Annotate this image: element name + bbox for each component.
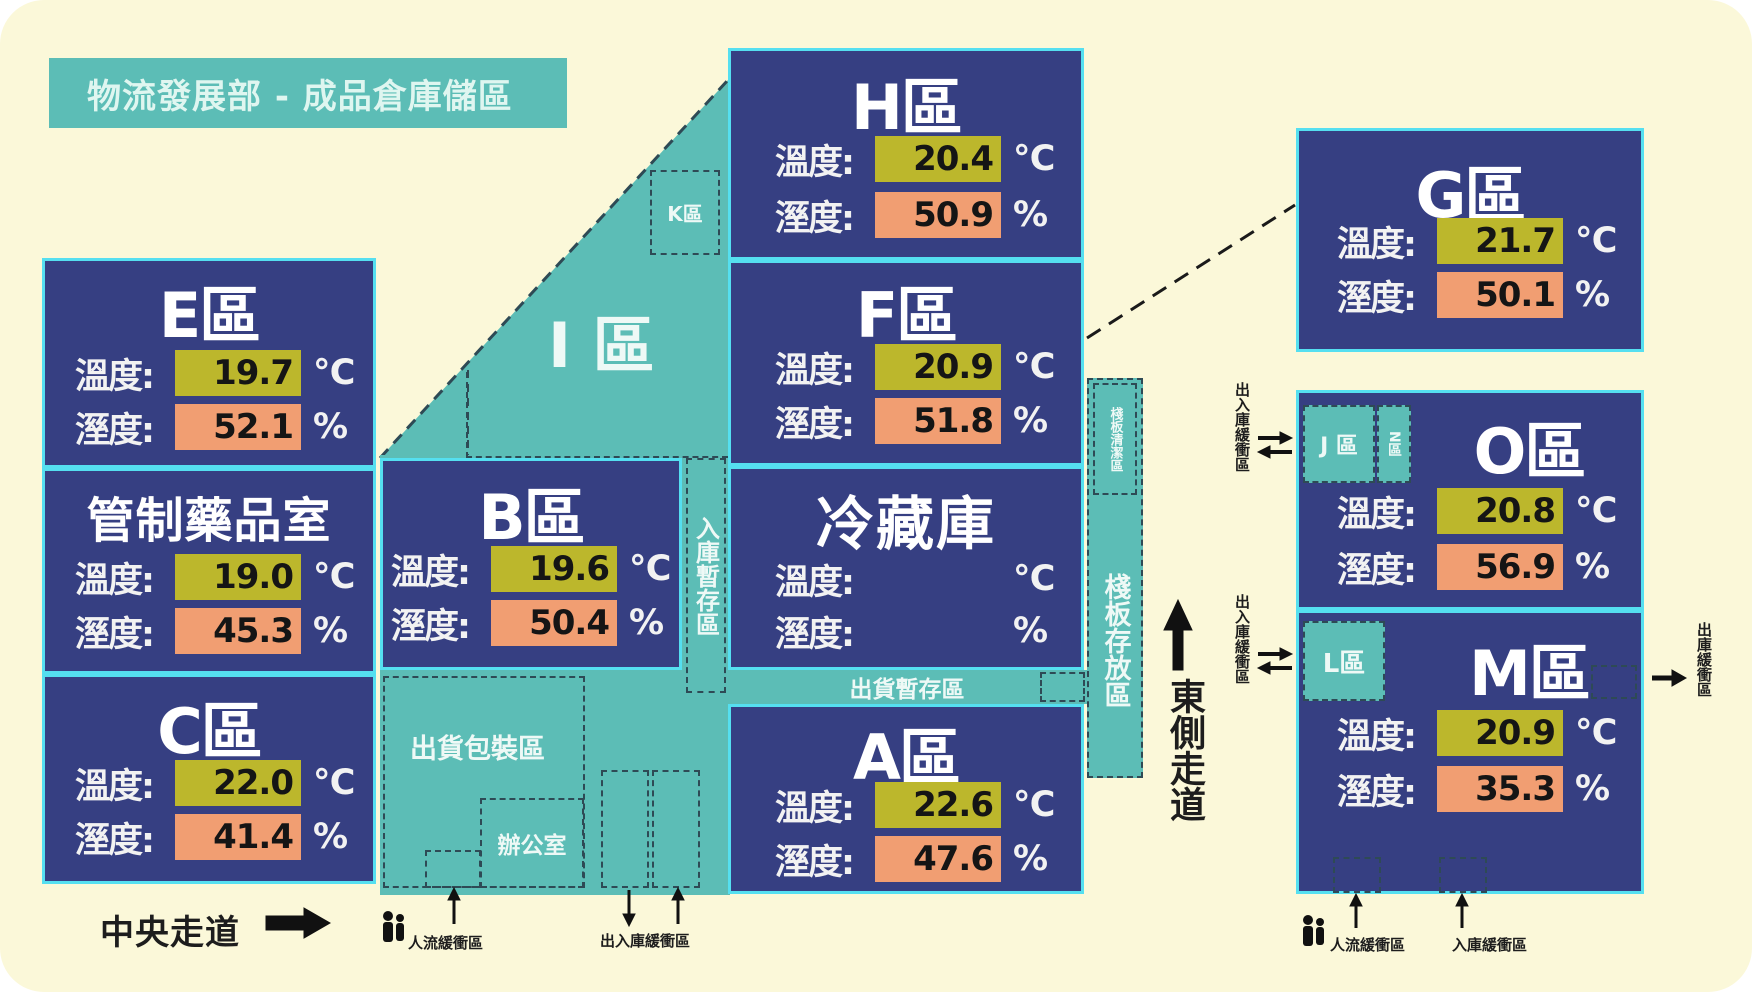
zone-g[interactable]: G區 溫度:21.7℃ 溼度:50.1% [1296, 128, 1644, 352]
people-buffer-label-right: 人流緩衝區 [1330, 936, 1406, 954]
zone-name: O區 [1473, 415, 1587, 488]
temperature-value: 20.4 [875, 136, 1001, 182]
humidity-value: 56.9 [1437, 544, 1563, 590]
humidity-value: 47.6 [875, 836, 1001, 882]
page-title: 物流發展部 - 成品倉庫儲區 [49, 58, 567, 128]
zone-name: M區 [1469, 637, 1591, 710]
packing-label: 出貨包裝區 [410, 734, 545, 765]
area-office: 辦公室 [480, 798, 584, 888]
area-i-label: I 區 [548, 309, 655, 382]
zone-b[interactable]: B區 溫度:19.6℃ 溼度:50.4% [380, 458, 682, 670]
temperature-value: 22.0 [175, 760, 301, 806]
humidity-value: 52.1 [175, 404, 301, 450]
people-icon [383, 911, 1324, 946]
zone-name: H區 [851, 71, 963, 144]
arrow-right-icon [265, 915, 307, 931]
g-zone-connector [1086, 203, 1296, 340]
zone-m[interactable]: L區 M區 溫度:20.9℃ 溼度:35.3% [1296, 610, 1644, 894]
zone-controlled-drugs[interactable]: 管制藥品室 溫度:19.0℃ 溼度:45.3% [42, 468, 376, 674]
humidity-value: 50.4 [491, 600, 617, 646]
zone-name: A區 [853, 721, 961, 794]
zone-c[interactable]: C區 溫度:22.0℃ 溼度:41.4% [42, 674, 376, 884]
temperature-value: 21.7 [1437, 218, 1563, 264]
central-walkway-label: 中央走道 [100, 913, 240, 953]
people-buffer-label: 人流緩衝區 [408, 934, 484, 952]
area-l: L區 [1303, 621, 1385, 701]
area-n: N區 [1377, 405, 1411, 483]
humidity-value: 45.3 [175, 608, 301, 654]
zone-name: B區 [478, 481, 585, 554]
temperature-value: 20.9 [875, 344, 1001, 390]
zone-cold-storage[interactable]: 冷藏庫 溫度:℃ 溼度:% [728, 466, 1084, 670]
temperature-value: 20.8 [1437, 488, 1563, 534]
zone-a[interactable]: A區 溫度:22.6℃ 溼度:47.6% [728, 704, 1084, 894]
zone-name: 管制藥品室 [86, 493, 332, 549]
inout-buffer-label-m: 出入庫緩衝區 [1233, 594, 1251, 684]
area-k: K區 [650, 170, 720, 255]
area-inbound-temp: 入庫暫存區 [686, 458, 726, 693]
east-walkway-label: 東側走道 [1164, 678, 1205, 822]
humidity-value: 41.4 [175, 814, 301, 860]
temperature-value: 20.9 [1437, 710, 1563, 756]
area-j: J 區 [1303, 405, 1375, 483]
humidity-value: 50.9 [875, 192, 1001, 238]
inout-buffer-label-center: 出入庫緩衝區 [600, 932, 691, 950]
humidity-value: 35.3 [1437, 766, 1563, 812]
zone-o[interactable]: J 區 N區 O區 溫度:20.8℃ 溼度:56.9% [1296, 390, 1644, 610]
temperature-value: 19.0 [175, 554, 301, 600]
temperature-value: 19.6 [491, 546, 617, 592]
inout-buffer-label-o: 出入庫緩衝區 [1233, 382, 1251, 472]
out-buffer-label: 出庫緩衝區 [1695, 622, 1713, 697]
zone-f[interactable]: F區 溫度:20.9℃ 溼度:51.8% [728, 260, 1084, 466]
zone-name: F區 [855, 279, 958, 352]
humidity-value: 50.1 [1437, 272, 1563, 318]
temperature-value: 19.7 [175, 350, 301, 396]
area-pallet-clean: 棧板清潔區 [1093, 383, 1137, 495]
zone-name: C區 [157, 695, 263, 768]
zone-name: 冷藏庫 [815, 490, 996, 558]
area-shipping-temp: 出貨暫存區 [727, 670, 1087, 704]
arrow-up-icon [1172, 627, 1184, 671]
temperature-value: 22.6 [875, 782, 1001, 828]
zone-h[interactable]: H區 溫度:20.4℃ 溼度:50.9% [728, 48, 1084, 260]
area-pallet: 棧板清潔區 棧板存放區 [1087, 378, 1143, 778]
in-buffer-label: 入庫緩衝區 [1452, 936, 1528, 954]
zone-name: E區 [158, 279, 261, 352]
zone-i-diagonal [378, 78, 730, 460]
humidity-value: 51.8 [875, 398, 1001, 444]
zone-e[interactable]: E區 溫度:19.7℃ 溼度:52.1% [42, 258, 376, 468]
